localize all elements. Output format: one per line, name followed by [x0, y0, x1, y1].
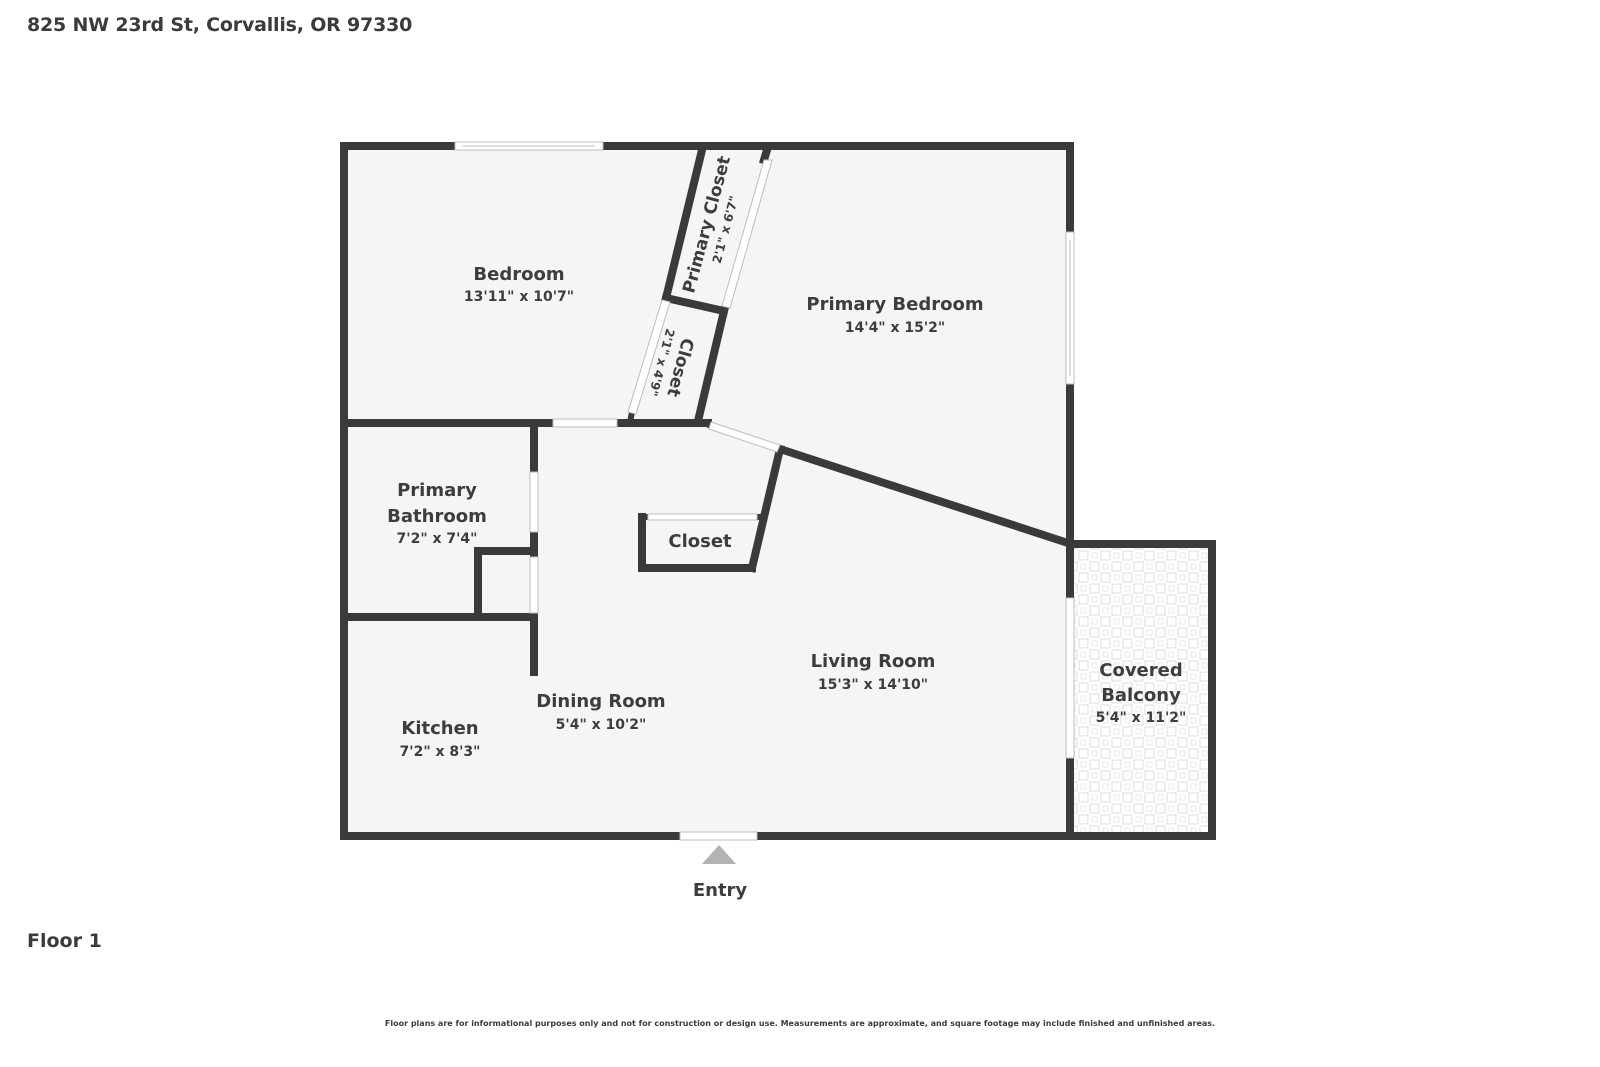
walls — [340, 142, 1216, 840]
room-name: Bedroom — [473, 264, 564, 285]
footer-disclaimer: Floor plans are for informational purpos… — [384, 1019, 1216, 1028]
room-dimensions: 7'2" x 8'3" — [400, 744, 481, 760]
balcony-door — [1065, 597, 1075, 759]
room-bedroom: Bedroom 13'11" x 10'7" — [464, 264, 574, 305]
room-name: Living Room — [811, 651, 936, 672]
opening-bathroom — [529, 471, 539, 533]
room-covered-balcony: Covered Balcony 5'4" x 11'2" — [1096, 660, 1187, 726]
room-name-line1: Primary — [397, 480, 477, 501]
room-dimensions: 7'2" x 7'4" — [397, 531, 478, 547]
closet-door — [647, 513, 758, 521]
opening-bedroom — [552, 418, 618, 428]
room-dimensions: 5'4" x 11'2" — [1096, 710, 1187, 726]
room-dimensions: 14'4" x 15'2" — [845, 320, 945, 336]
room-name: Closet — [668, 531, 732, 552]
room-living-room: Living Room 15'3" x 14'10" — [811, 651, 936, 693]
room-primary-bedroom: Primary Bedroom 14'4" x 15'2" — [806, 294, 983, 336]
property-address: 825 NW 23rd St, Corvallis, OR 97330 — [27, 14, 413, 36]
room-kitchen: Kitchen 7'2" x 8'3" — [400, 718, 481, 760]
room-closet-living: Closet — [668, 531, 732, 552]
floor-label: Floor 1 — [27, 930, 102, 952]
windows — [454, 141, 1075, 841]
room-dimensions: 5'4" x 10'2" — [556, 717, 647, 733]
balcony-area — [1070, 544, 1212, 836]
room-name: Dining Room — [536, 691, 665, 712]
opening-primary-bedroom — [708, 421, 781, 453]
entry-label: Entry — [693, 880, 748, 901]
room-dimensions: 13'11" x 10'7" — [464, 289, 574, 305]
entry-arrow-icon — [702, 845, 736, 864]
room-name-line2: Balcony — [1101, 685, 1181, 706]
floor-fill — [344, 146, 1070, 836]
room-name-line2: Bathroom — [387, 506, 487, 527]
primary-closet-door — [721, 159, 773, 309]
room-dimensions: 15'3" x 14'10" — [818, 677, 928, 693]
opening-bathroom-lower — [529, 556, 539, 614]
room-dining-room: Dining Room 5'4" x 10'2" — [536, 691, 665, 733]
entry-door — [679, 831, 758, 841]
room-name-line1: Covered — [1099, 660, 1183, 681]
room-name: Kitchen — [401, 718, 478, 739]
closet-door-upper — [627, 299, 671, 415]
room-name: Primary Bedroom — [806, 294, 983, 315]
room-primary-bathroom: Primary Bathroom 7'2" x 7'4" — [387, 480, 487, 547]
